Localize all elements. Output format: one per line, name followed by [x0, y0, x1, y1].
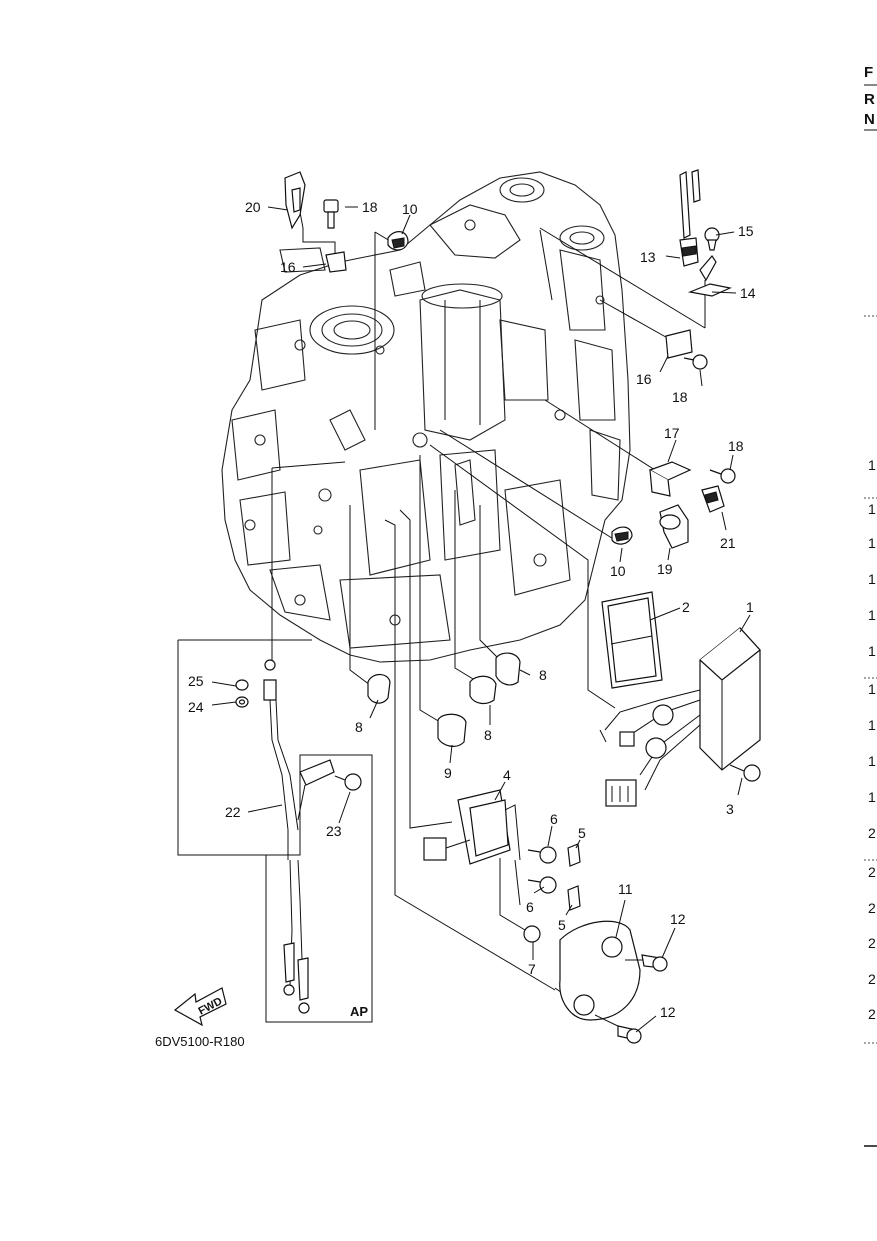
callout-21: 21	[720, 535, 736, 551]
callout-6-top: 6	[550, 811, 558, 827]
callout-3: 3	[726, 801, 734, 817]
part-19-coupler	[659, 504, 689, 549]
part-10-clamp-top	[387, 231, 409, 251]
edge-row-3: 1	[868, 535, 876, 551]
part-22-harness	[263, 659, 335, 1014]
edge-row-1: 1	[868, 457, 876, 473]
part-16-bracket-right	[665, 329, 693, 359]
callout-18-right: 18	[672, 389, 688, 405]
part-11-cover	[559, 920, 650, 1029]
callout-2: 2	[682, 599, 690, 615]
callout-8-middle: 8	[484, 727, 492, 743]
part-25-washer	[235, 679, 249, 691]
edge-row-2: 1	[868, 501, 876, 517]
part-16-bracket-top	[325, 251, 347, 273]
edge-row-7: 1	[868, 681, 876, 697]
edge-row-12: 2	[868, 864, 876, 880]
fwd-label: FWD	[197, 995, 225, 1017]
callout-16-right: 16	[636, 371, 652, 387]
edge-row-6: 1	[868, 643, 876, 659]
callout-20: 20	[245, 199, 261, 215]
callout-25: 25	[188, 673, 204, 689]
edge-row-14: 2	[868, 935, 876, 951]
callout-14: 14	[740, 285, 756, 301]
callout-24: 24	[188, 699, 204, 715]
part-7-bolt	[523, 925, 541, 943]
callout-13: 13	[640, 249, 656, 265]
callout-8-right: 8	[539, 667, 547, 683]
edge-row-4: 1	[868, 571, 876, 587]
callout-8-left: 8	[355, 719, 363, 735]
callout-5-bottom: 5	[558, 917, 566, 933]
edge-row-16: 2	[868, 1006, 876, 1022]
part-8-clamps	[367, 652, 521, 747]
edge-row-5: 1	[868, 607, 876, 623]
part-20-connector	[284, 171, 306, 230]
callout-10-top: 10	[402, 201, 418, 217]
edge-row-10: 1	[868, 789, 876, 805]
callout-16-top: 16	[280, 259, 296, 275]
edge-header-r: R	[864, 91, 875, 108]
region-label-ap: AP	[350, 1004, 368, 1019]
callout-23: 23	[326, 823, 342, 839]
part-15-bolt	[704, 227, 720, 251]
part-18-bolt-right	[683, 354, 708, 370]
part-18-bolt-top	[323, 199, 339, 229]
callout-12-top: 12	[670, 911, 686, 927]
callout-12-bottom: 12	[660, 1004, 676, 1020]
part-24-nut	[235, 696, 249, 708]
reference-lines	[177, 211, 706, 1023]
diagram-code: 6DV5100-R180	[155, 1034, 245, 1049]
callout-5-top: 5	[578, 825, 586, 841]
part-13-sensor	[679, 169, 701, 267]
edge-header-n: N	[864, 111, 875, 128]
callout-9: 9	[444, 765, 452, 781]
engine-block-drawing	[221, 171, 631, 663]
callout-6-bottom: 6	[526, 899, 534, 915]
part-17-bracket	[648, 461, 692, 497]
edge-row-13: 2	[868, 900, 876, 916]
callout-leaders	[211, 206, 751, 1033]
part-14-clip	[687, 255, 732, 297]
callout-10-lower: 10	[610, 563, 626, 579]
part-10-clamp-lower	[611, 526, 633, 545]
part-1-unit	[599, 627, 761, 807]
callout-22: 22	[225, 804, 241, 820]
edge-row-8: 1	[868, 717, 876, 733]
edge-row-15: 2	[868, 971, 876, 987]
part-5-clips	[567, 843, 581, 911]
part-12-screws	[617, 954, 668, 1044]
fwd-arrow-icon: FWD	[173, 987, 227, 1027]
callout-11: 11	[618, 881, 633, 897]
right-edge-column: F R N 1 1 1 1 1 1 1 1 1 1 2 2 2 2 2 2	[864, 64, 877, 1147]
part-21-connector	[701, 485, 725, 513]
edge-row-11: 2	[868, 825, 876, 841]
callout-18-top: 18	[362, 199, 378, 215]
part-3-bolt	[729, 764, 761, 782]
callout-1: 1	[746, 599, 754, 615]
callout-7: 7	[528, 961, 536, 977]
callout-19: 19	[657, 561, 673, 577]
callout-18-lower: 18	[728, 438, 744, 454]
edge-row-9: 1	[868, 753, 876, 769]
part-2-gasket	[601, 591, 663, 689]
callout-17: 17	[664, 425, 680, 441]
callout-15: 15	[738, 223, 754, 239]
callout-numbers: 20 18 10 16 13 15 14 16 18 17 18 21 19 1…	[188, 199, 756, 1020]
edge-header-f: F	[864, 64, 873, 81]
part-18-bolt-lower	[709, 468, 736, 484]
callout-4: 4	[503, 767, 511, 783]
part-4-unit	[423, 789, 521, 906]
part-6-bolts	[527, 846, 557, 894]
part-23-bolt	[334, 773, 362, 791]
